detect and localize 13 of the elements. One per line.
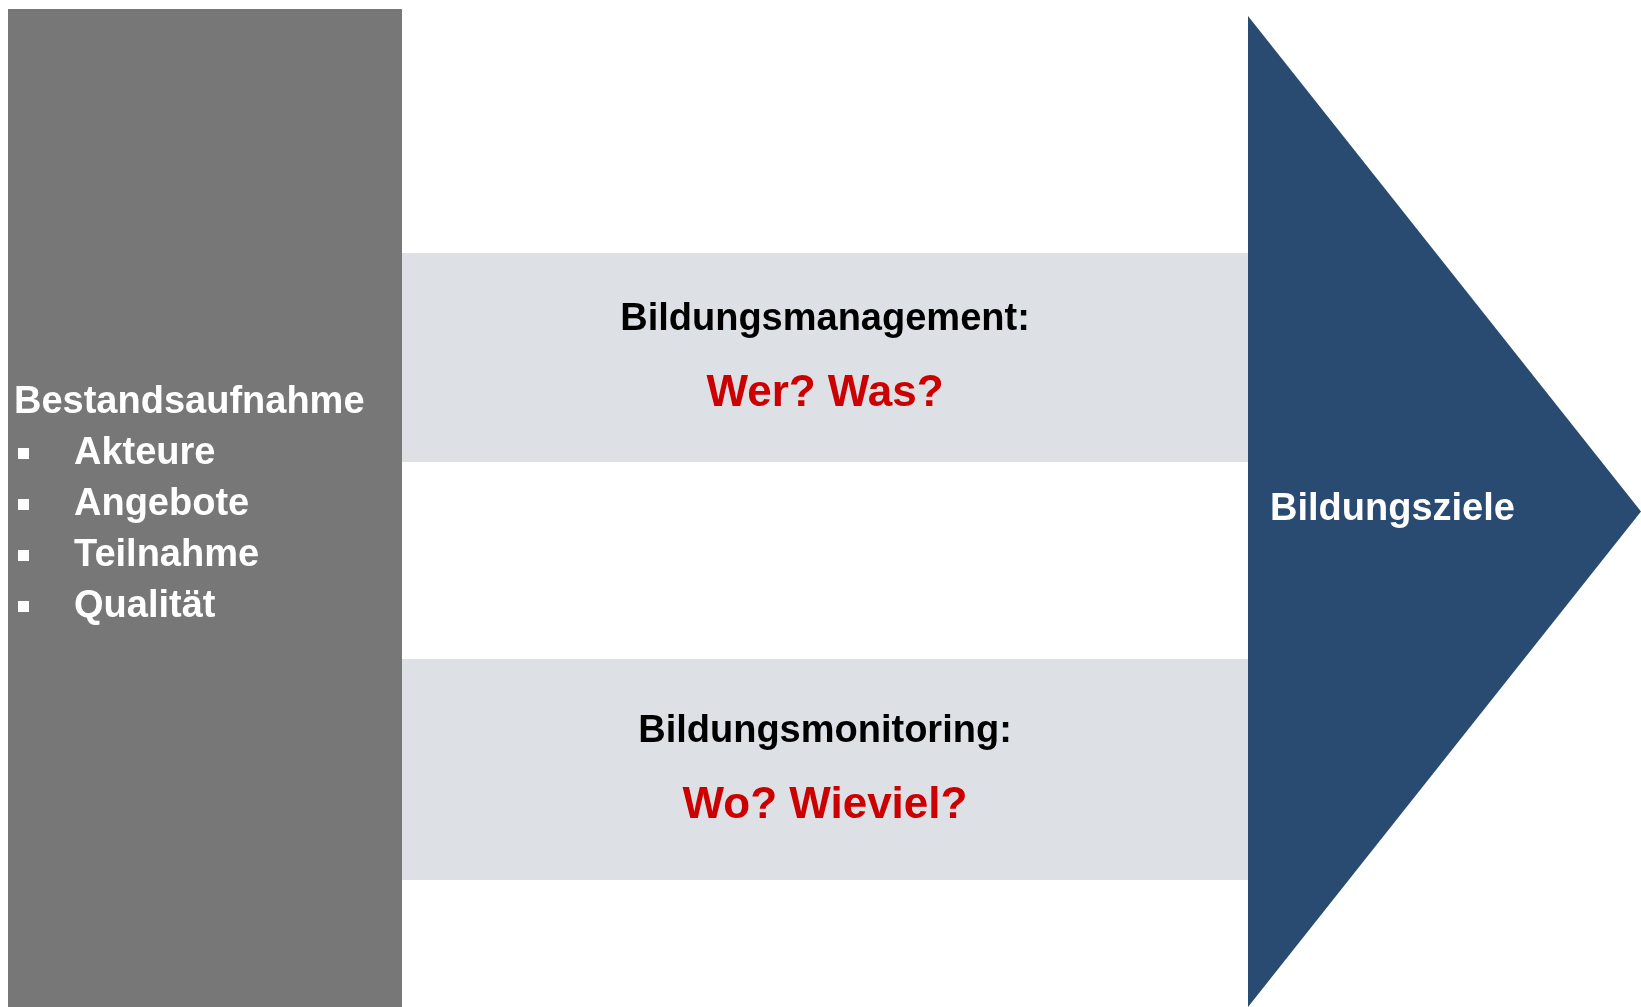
list-item: Angebote — [74, 481, 250, 524]
goal-label: Bildungsziele — [1270, 485, 1515, 529]
topic-band — [402, 253, 1248, 462]
band-heading: Bildungsmonitoring: — [637, 707, 1013, 751]
band-question: Wer? Was? — [705, 365, 945, 416]
list-item: Akteure — [74, 430, 216, 473]
band-question: Wo? Wieviel? — [681, 777, 969, 828]
band-heading: Bildungsmanagement: — [619, 295, 1031, 339]
panel-heading: Bestandsaufnahme — [14, 379, 365, 422]
list-item: Qualität — [74, 583, 216, 626]
stock-panel — [8, 9, 402, 1007]
list-item: Teilnahme — [74, 532, 260, 575]
topic-band — [402, 659, 1248, 880]
